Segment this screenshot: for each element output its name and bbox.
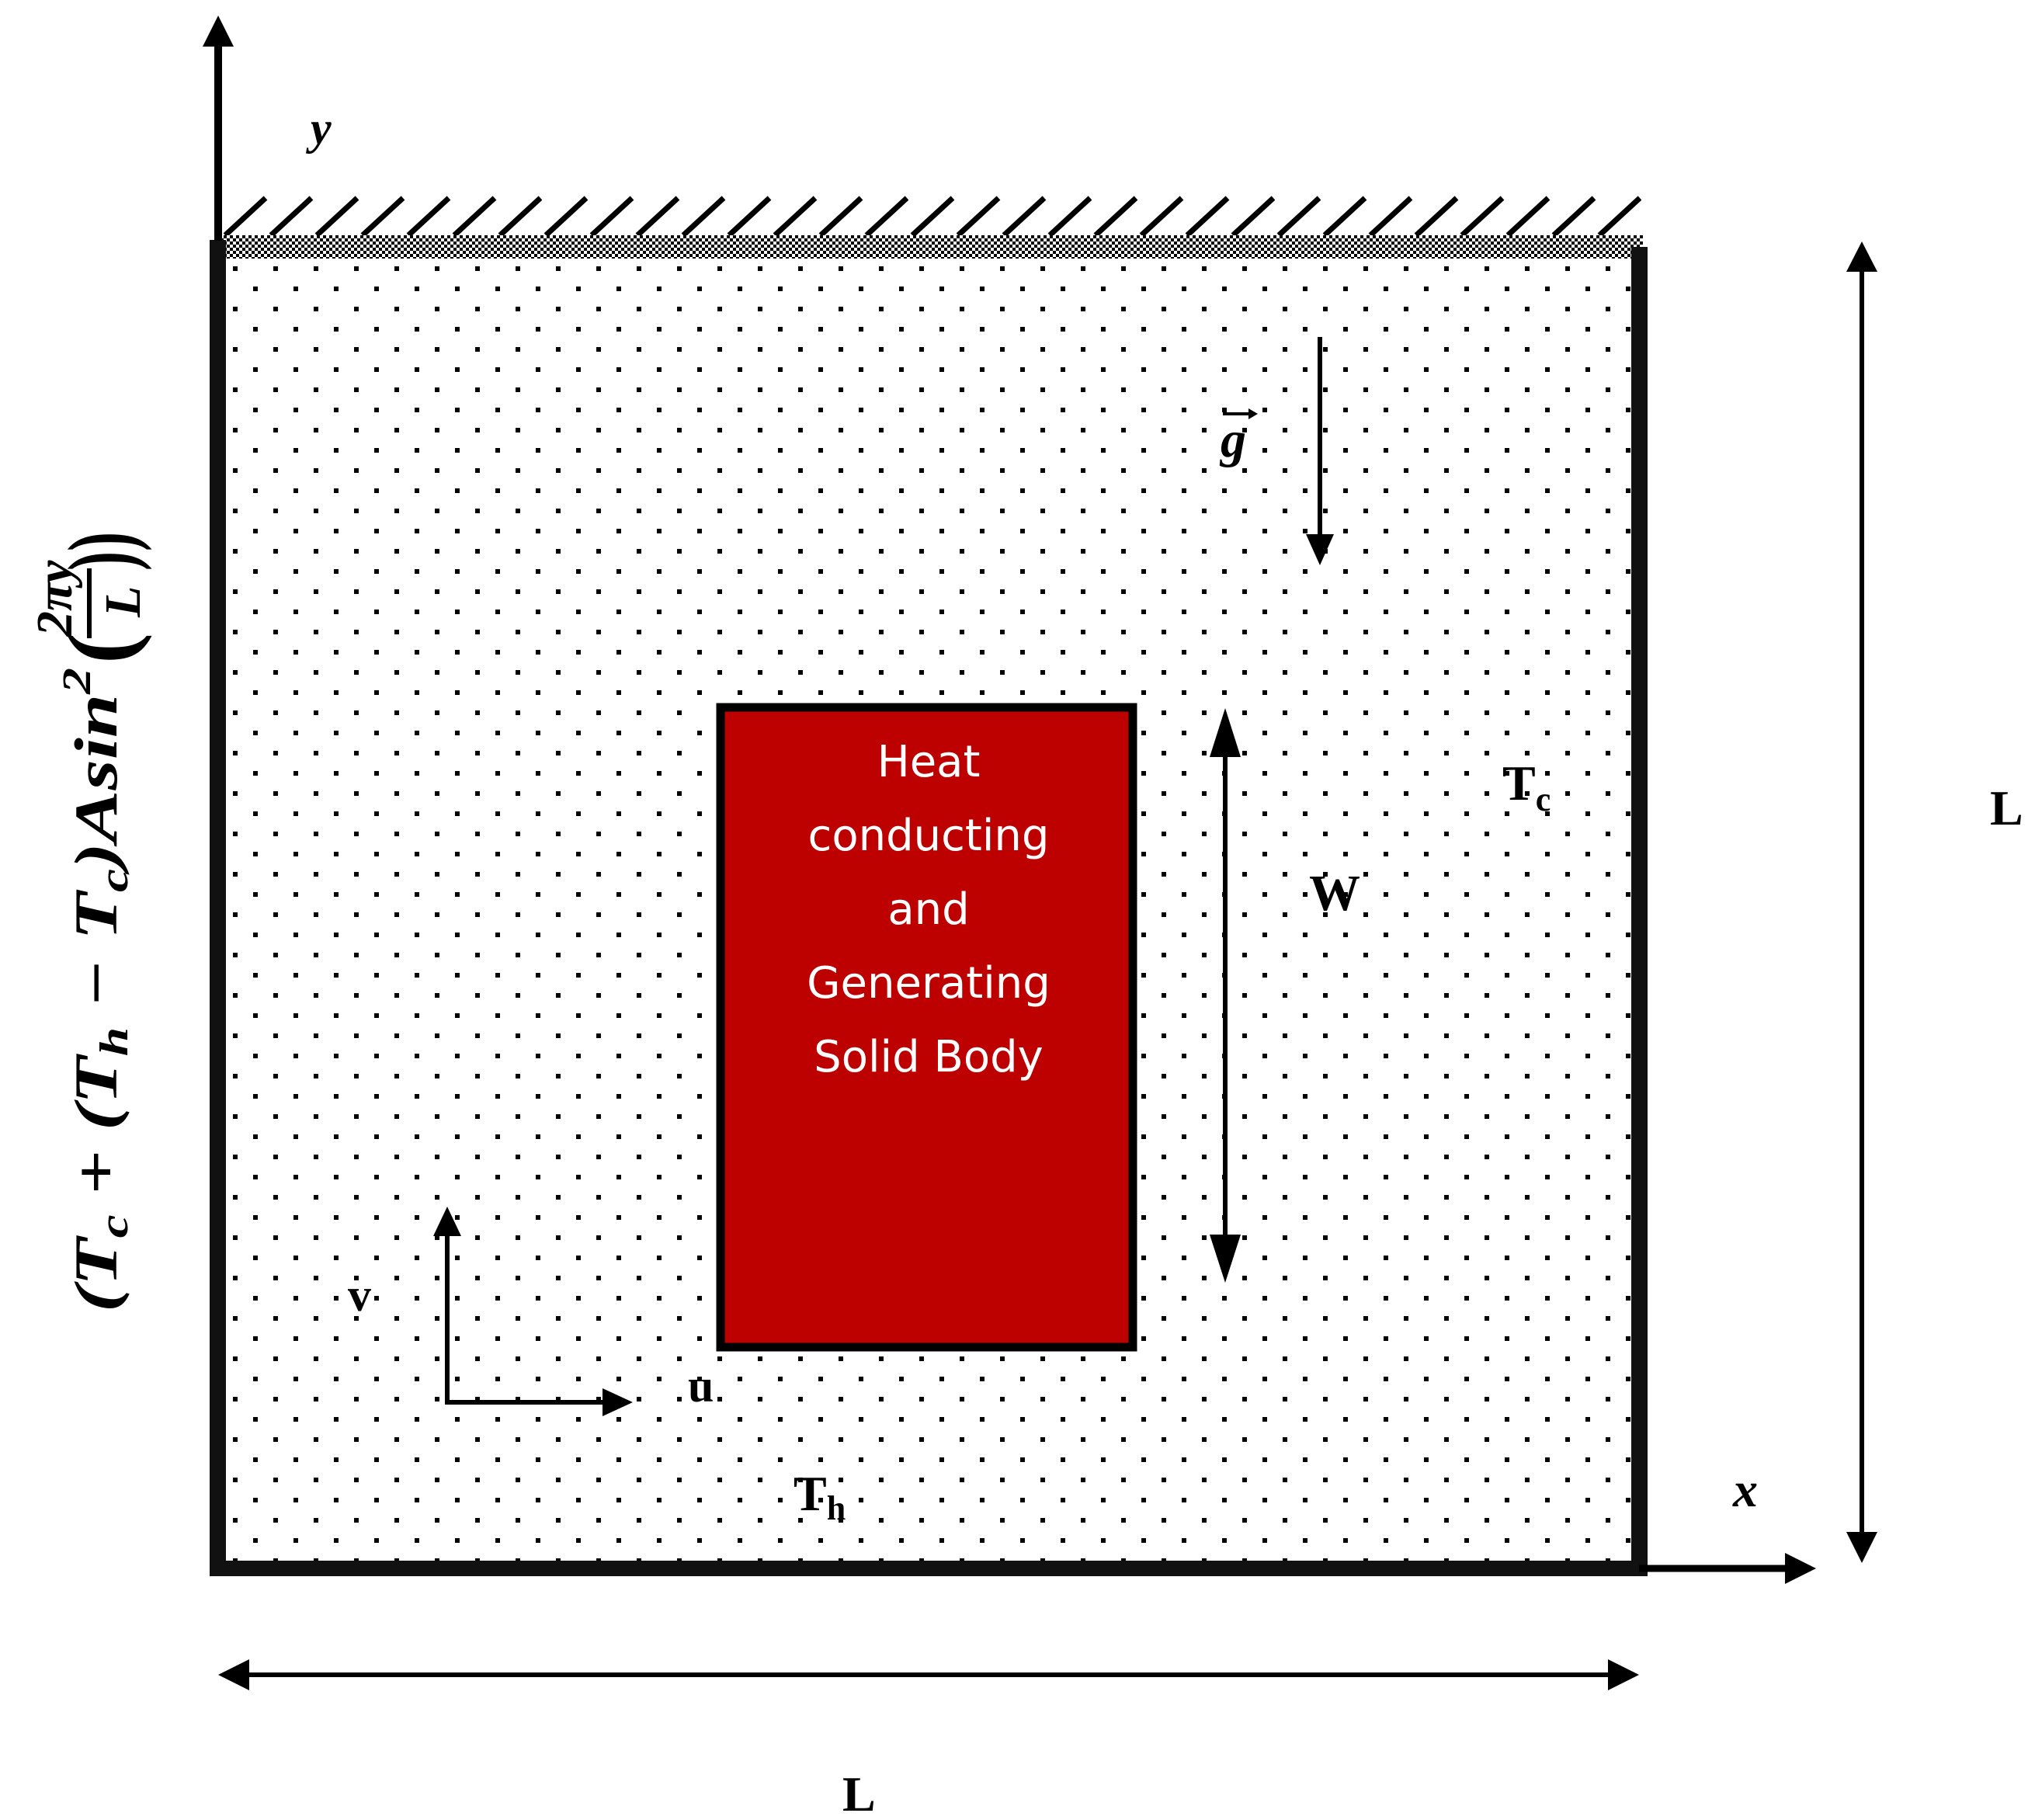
- left-wall: [210, 240, 226, 1576]
- velocity-u-label: u: [688, 1360, 714, 1412]
- width-label: W: [1309, 865, 1360, 922]
- svg-text:Heat: Heat: [877, 737, 981, 787]
- svg-text:Solid Body: Solid Body: [814, 1032, 1044, 1082]
- svg-text:(Tc + (Th − Tc)Asin2: (Tc + (Th − Tc)Asin2: [55, 668, 137, 1312]
- gravity-arrow: [1306, 337, 1334, 565]
- hatch-line: [1505, 196, 1551, 238]
- hatch-line: [727, 196, 772, 238]
- hatch-line: [1551, 196, 1596, 238]
- x-axis-label: x: [1732, 1462, 1758, 1517]
- hatch-line: [1185, 196, 1230, 238]
- hatch-line: [1231, 196, 1276, 238]
- svg-text:and: and: [887, 884, 969, 935]
- gravity-label: g: [1219, 408, 1258, 468]
- hatch-line: [1460, 196, 1505, 238]
- hatch-line: [1093, 196, 1138, 238]
- hatch-line: [1368, 196, 1413, 238]
- svg-text:(: (: [49, 633, 152, 664]
- hatch-line: [452, 196, 497, 238]
- hatch-line: [773, 196, 818, 238]
- svg-text:Generating: Generating: [807, 958, 1050, 1009]
- svg-text:L: L: [95, 586, 151, 618]
- hatch-line: [635, 196, 680, 238]
- hatch-line: [543, 196, 589, 238]
- svg-text:g: g: [1219, 412, 1246, 468]
- right-wall: [1631, 247, 1648, 1576]
- velocity-v-label: v: [348, 1269, 371, 1321]
- svg-text:)): )): [49, 532, 152, 571]
- hatch-line: [589, 196, 634, 238]
- bottom-wall-temperature-label: Th: [794, 1466, 846, 1527]
- left-wall-temperature-formula: (Tc + (Th − Tc)Asin2 ( 2πy L )): [26, 532, 152, 1312]
- hatch-line: [864, 196, 909, 238]
- right-wall-temperature-label: Tc: [1502, 755, 1551, 818]
- top-wall: [218, 235, 1643, 259]
- hatch-line: [1047, 196, 1092, 238]
- hatch-line: [1002, 196, 1047, 238]
- hatch-line: [818, 196, 863, 238]
- hatch-line: [956, 196, 1001, 238]
- svg-text:2πy: 2πy: [26, 560, 83, 637]
- hatch-line: [1322, 196, 1367, 238]
- width-dimension-arrow: [1210, 708, 1241, 1283]
- horizontal-length-label: L: [842, 1766, 876, 1820]
- hatch-line: [681, 196, 726, 238]
- hatch-line: [360, 196, 405, 238]
- velocity-u-arrow: [445, 1388, 633, 1416]
- bottom-wall: [210, 1561, 1648, 1576]
- hatch-line: [314, 196, 359, 238]
- hatch-line: [406, 196, 451, 238]
- vertical-length-dimension: [1846, 241, 1877, 1563]
- svg-text:conducting: conducting: [808, 811, 1050, 861]
- vertical-length-label: L: [1990, 780, 2023, 835]
- hatch-line: [1597, 196, 1642, 238]
- top-wall-hatching: [223, 196, 1642, 238]
- horizontal-length-dimension: [218, 1659, 1639, 1690]
- solid-body-text: Heat conducting and Generating Solid Bod…: [807, 737, 1050, 1082]
- hatch-line: [223, 196, 268, 238]
- hatch-line: [269, 196, 314, 238]
- y-axis-arrow: [203, 16, 234, 241]
- velocity-v-arrow: [433, 1207, 461, 1402]
- hatch-line: [1414, 196, 1459, 238]
- hatch-line: [1139, 196, 1184, 238]
- hatch-line: [498, 196, 543, 238]
- hatch-line: [1276, 196, 1321, 238]
- hatch-line: [910, 196, 955, 238]
- x-axis-arrow: [1639, 1553, 1816, 1584]
- y-axis-label: y: [306, 102, 332, 154]
- solid-body: [716, 703, 1137, 1352]
